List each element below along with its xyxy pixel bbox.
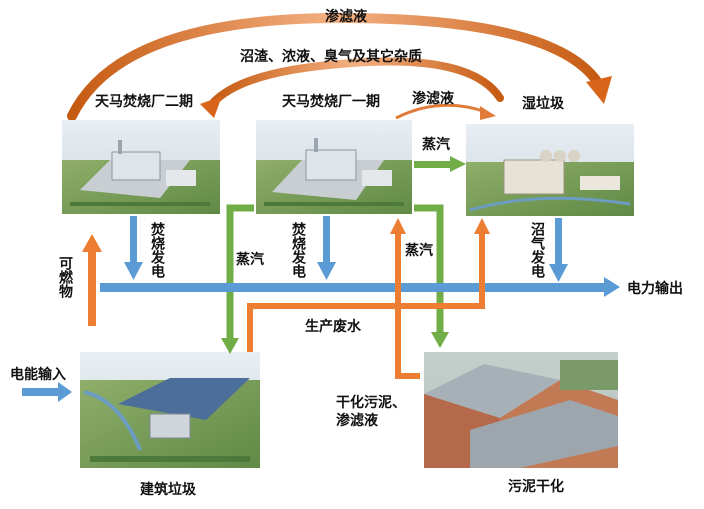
incin-power-label-phase1: 焚烧发电 [290,222,306,278]
steam-label-wetwaste: 蒸汽 [422,137,450,153]
wet-waste-title: 湿垃圾 [522,96,564,112]
dried-sludge-line [390,218,420,379]
leachate-small-label: 渗滤液 [412,91,454,107]
power-input-arrow [22,382,72,402]
steam-phase1-to-wetwaste [414,156,466,172]
power-down-phase1 [317,216,336,280]
sludge-plant-image [424,352,618,468]
residue-label: 沼渣、浓液、臭气及其它杂质 [240,49,422,65]
steam-label-construction: 蒸汽 [236,252,264,268]
steam-phase1-to-sludge [414,204,449,348]
leachate-arc-large-head [586,76,612,104]
leachate-top-label: 渗滤液 [325,9,367,25]
construction-plant-image [80,352,260,468]
power-output-label: 电力输出 [627,281,683,297]
phase1-title: 天马焚烧厂一期 [282,94,380,110]
phase1-plant-image [256,120,412,214]
combustible-up-arrow [82,234,102,326]
power-input-label: 电能输入 [10,367,66,383]
dried-sludge-label: 干化污泥、渗滤液 [336,395,406,430]
power-down-wetwaste [549,218,568,282]
sludge-title: 污泥干化 [508,479,564,495]
wastewater-label: 生产废水 [305,319,361,335]
wet-waste-plant-image [466,124,634,216]
steam-label-sludge: 蒸汽 [405,243,433,259]
phase2-title: 天马焚烧厂二期 [95,94,193,110]
power-down-phase2 [124,216,143,280]
leachate-arc-small [395,103,487,120]
residue-arc-head [200,96,222,118]
phase2-plant-image [62,120,220,214]
power-bus [100,277,620,297]
incin-power-label-phase2: 焚烧发电 [149,222,165,278]
leachate-arc-large [67,12,605,121]
biogas-power-label: 沼气发电 [529,222,545,278]
combustible-label: 可燃物 [57,256,73,298]
steam-phase2-to-construction [221,204,254,354]
leachate-arc-small-head [480,106,496,120]
wastewater-line [247,218,490,352]
residue-arc [208,57,504,108]
construction-title: 建筑垃圾 [140,482,196,498]
